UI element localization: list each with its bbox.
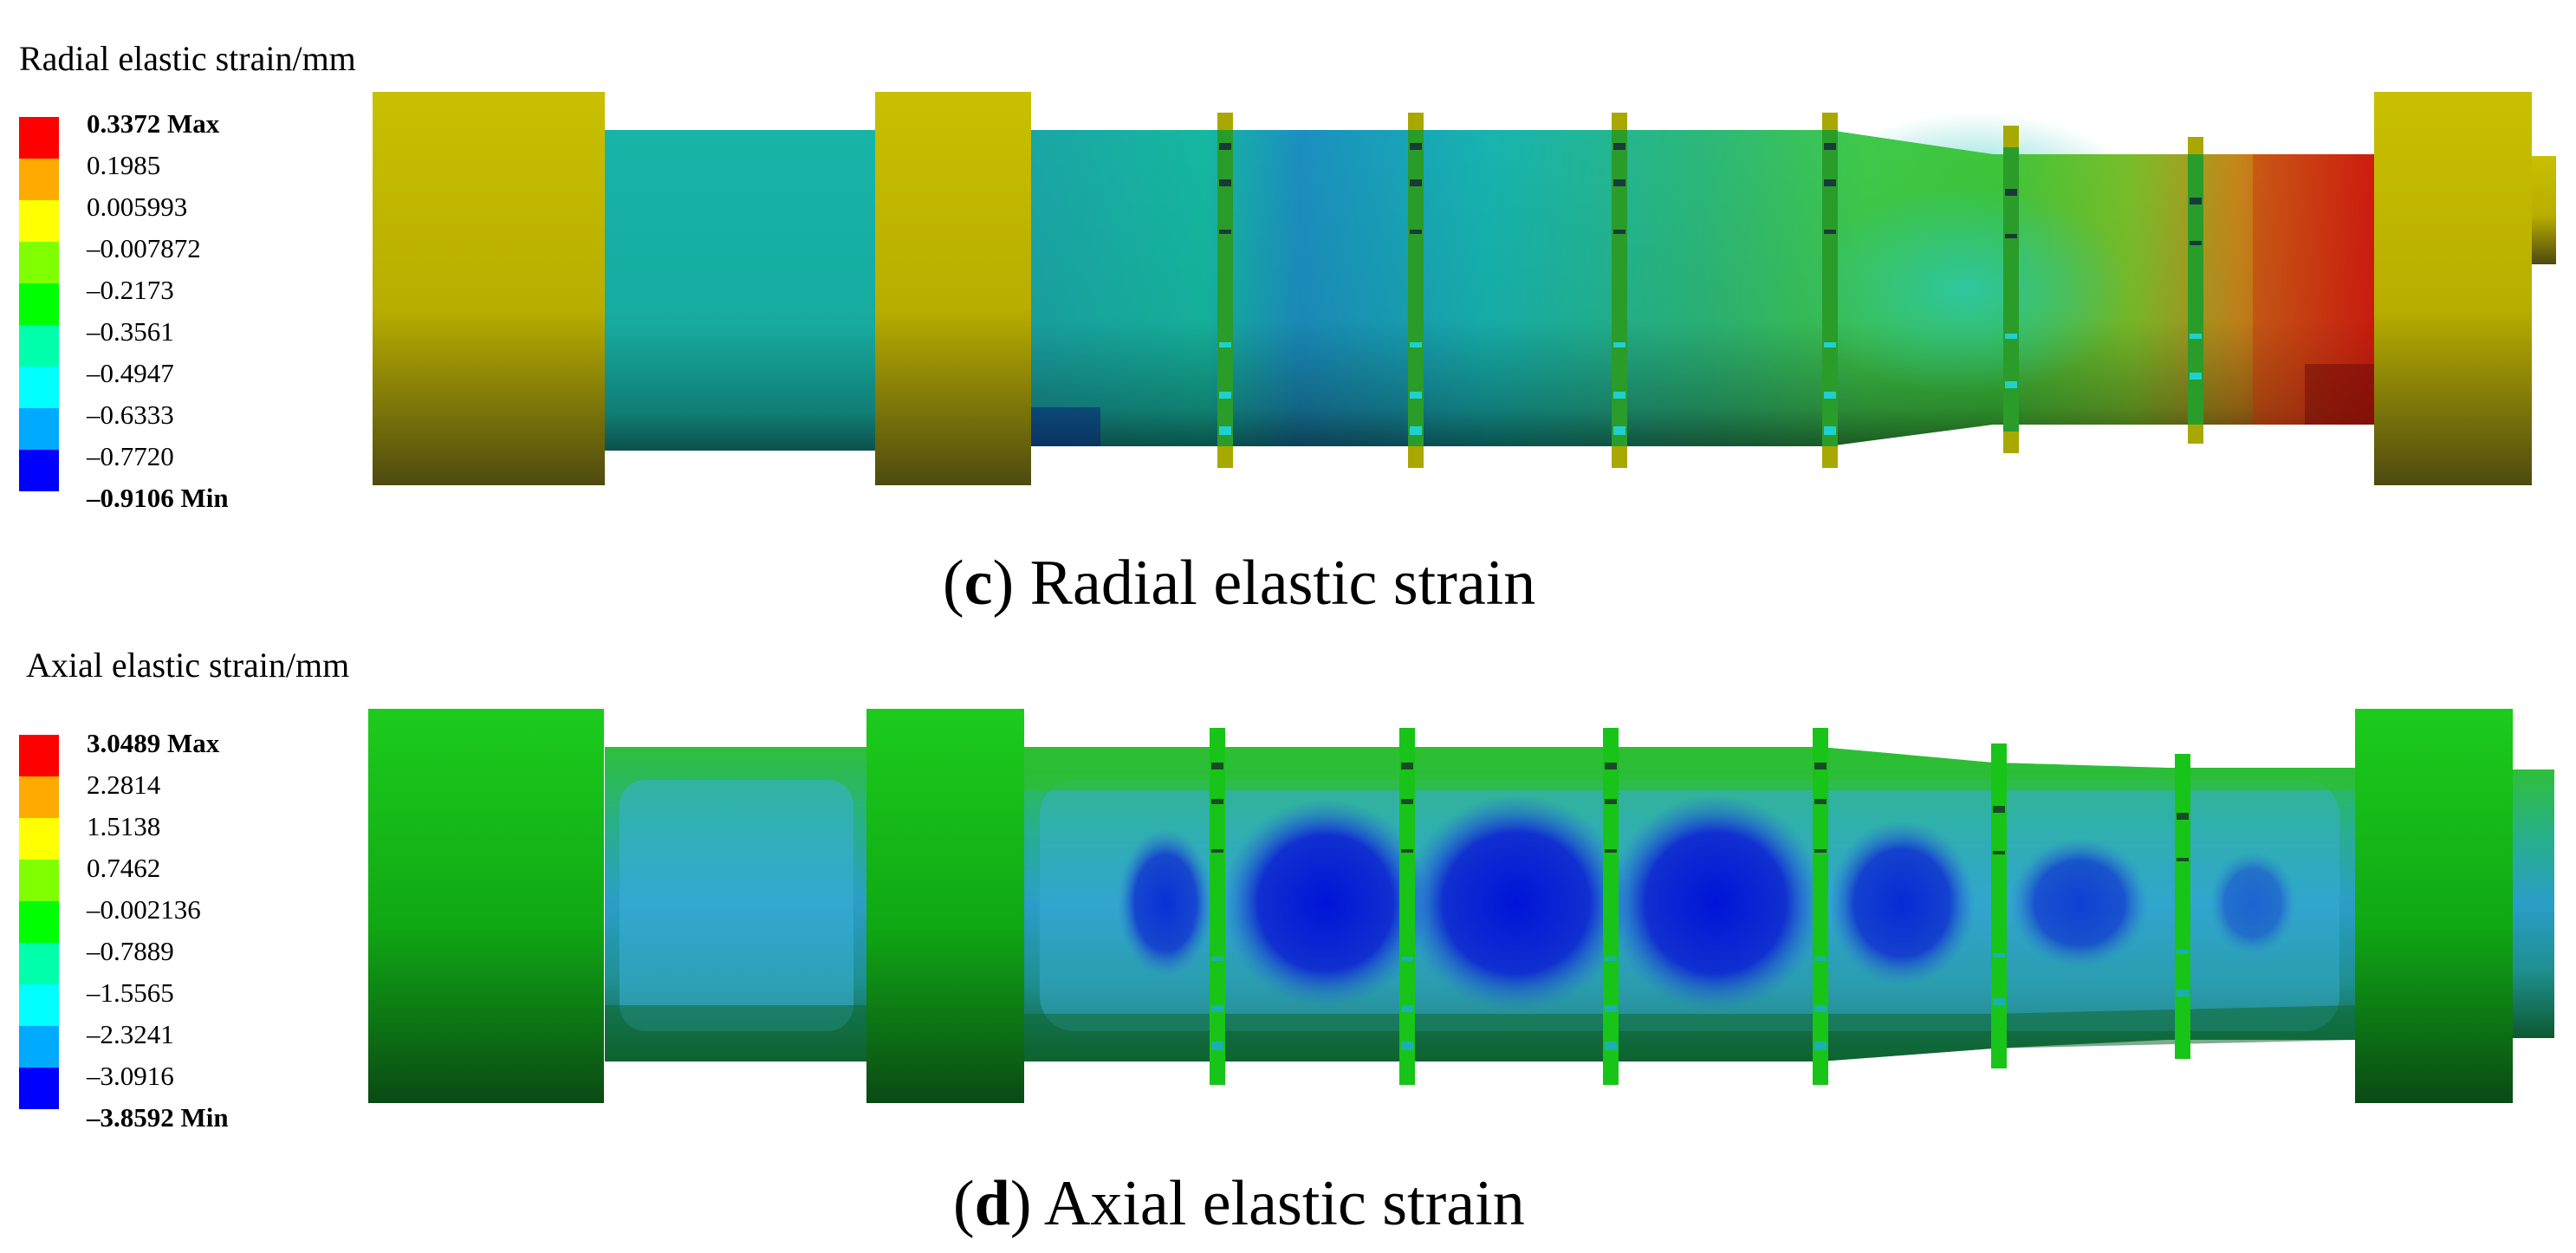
axial-panel-title: Axial elastic strain/mm	[26, 646, 350, 685]
legend-label: –0.3561	[87, 316, 174, 347]
legend-label: –0.2173	[87, 275, 174, 305]
legend-swatch	[19, 1068, 59, 1109]
legend-label: 0.005993	[87, 192, 188, 222]
legend-label: –0.6333	[87, 399, 174, 430]
legend-label: 1.5138	[87, 811, 161, 841]
legend-swatch	[19, 283, 59, 325]
legend-label: –0.7720	[87, 441, 174, 471]
legend-swatch	[19, 450, 59, 491]
caption-text: Radial elastic strain	[1029, 548, 1536, 619]
legend-label: –0.7889	[87, 936, 174, 966]
caption-letter: c	[964, 548, 993, 619]
legend-swatch	[19, 200, 59, 242]
legend-label-min: –0.9106 Min	[87, 483, 229, 513]
legend-swatch	[19, 159, 59, 200]
legend-swatch	[19, 776, 59, 818]
radial-color-legend: 0.3372 Max 0.1985 0.005993 –0.007872 –0.…	[19, 110, 296, 516]
legend-swatch	[19, 408, 59, 450]
legend-label-max: 3.0489 Max	[87, 728, 220, 758]
radial-panel-caption: (c) Radial elastic strain	[943, 548, 1536, 619]
legend-label: –0.002136	[87, 894, 201, 925]
legend-label-min: –3.8592 Min	[87, 1102, 229, 1133]
legend-swatch	[19, 242, 59, 283]
caption-letter: d	[974, 1168, 1010, 1239]
legend-label: 0.1985	[87, 150, 161, 180]
axial-panel-caption: (d) Axial elastic strain	[953, 1168, 1525, 1239]
legend-swatch	[19, 325, 59, 367]
legend-label: 2.2814	[87, 769, 161, 800]
radial-strain-contour-plot	[373, 92, 2556, 485]
legend-swatch	[19, 818, 59, 860]
legend-swatch	[19, 943, 59, 984]
legend-label: –3.0916	[87, 1061, 174, 1091]
legend-label: –0.007872	[87, 233, 201, 263]
legend-swatch	[19, 735, 59, 776]
legend-swatch	[19, 901, 59, 943]
legend-swatch	[19, 367, 59, 408]
legend-swatch	[19, 1026, 59, 1068]
legend-label: –1.5565	[87, 977, 174, 1008]
radial-panel-title: Radial elastic strain/mm	[19, 39, 356, 78]
legend-swatch	[19, 984, 59, 1026]
axial-color-legend: 3.0489 Max 2.2814 1.5138 0.7462 –0.00213…	[19, 730, 296, 1133]
legend-swatch	[19, 860, 59, 901]
legend-label: 0.7462	[87, 853, 161, 883]
legend-label: –0.4947	[87, 358, 174, 388]
legend-swatch	[19, 117, 59, 159]
caption-text: Axial elastic strain	[1043, 1168, 1525, 1239]
axial-strain-contour-plot	[368, 709, 2554, 1103]
legend-label-max: 0.3372 Max	[87, 108, 220, 139]
legend-label: –2.3241	[87, 1019, 174, 1049]
